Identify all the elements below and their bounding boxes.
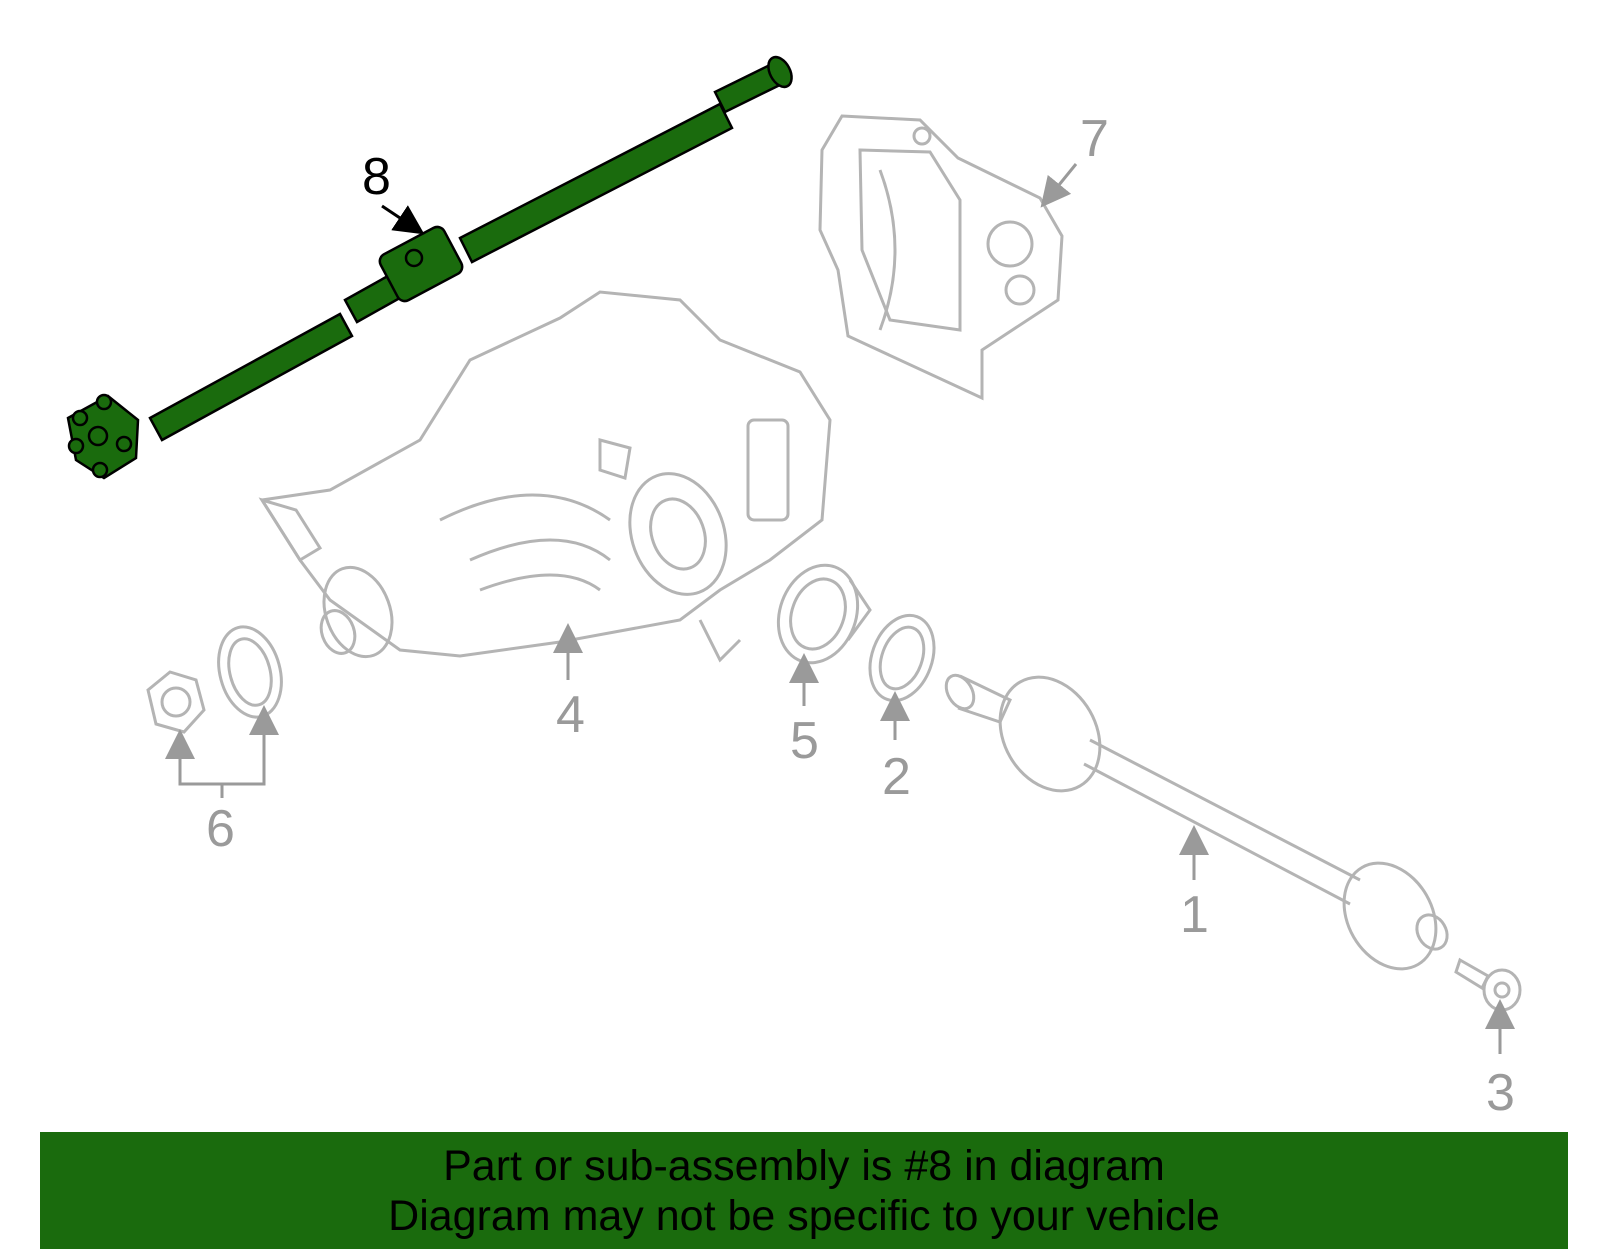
nut-and-seal-part-6[interactable] — [146, 620, 291, 734]
drive-shaft-part-8[interactable] — [66, 53, 796, 480]
callout-7: 7 — [1080, 110, 1109, 168]
bolt-part-3[interactable] — [1454, 957, 1522, 1012]
callout-4: 4 — [556, 686, 585, 744]
flange-seal-part-5[interactable] — [765, 554, 872, 674]
callout-1: 1 — [1180, 886, 1209, 944]
leader-lines — [165, 163, 1515, 1054]
callout-3: 3 — [1486, 1064, 1515, 1122]
differential-cover-part-7[interactable] — [818, 114, 1064, 401]
callout-5: 5 — [790, 712, 819, 770]
info-banner: Part or sub-assembly is #8 in diagram Di… — [40, 1132, 1568, 1249]
leader-line-8 — [381, 204, 425, 235]
banner-line-disclaimer: Diagram may not be specific to your vehi… — [388, 1191, 1220, 1240]
callout-8: 8 — [362, 148, 391, 206]
seal-ring-part-2[interactable] — [859, 606, 945, 709]
callout-2: 2 — [882, 748, 911, 806]
differential-housing-part-4[interactable] — [258, 290, 832, 666]
callout-6: 6 — [206, 800, 235, 858]
axle-shaft-part-1[interactable] — [941, 659, 1455, 985]
banner-line-part-info: Part or sub-assembly is #8 in diagram — [443, 1141, 1165, 1190]
